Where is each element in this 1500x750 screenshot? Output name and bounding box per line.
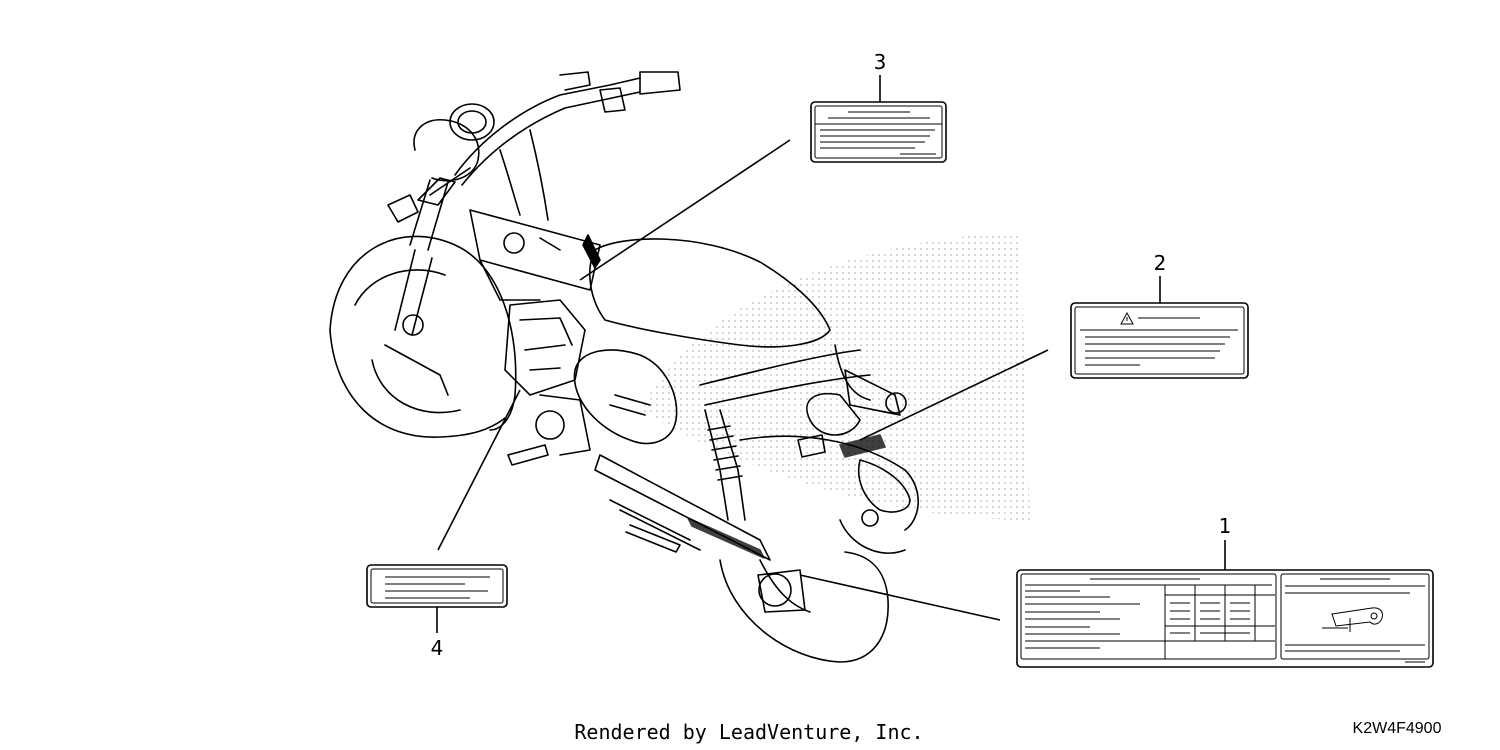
label-4: 4 <box>366 564 508 660</box>
leader-lines <box>437 139 1049 621</box>
label-3: 3 <box>810 50 947 163</box>
label-1: 1 <box>1016 514 1434 668</box>
leader-line-2 <box>859 349 1049 441</box>
leader-line-1 <box>799 574 1001 621</box>
callout-number-2: 2 <box>1154 251 1167 275</box>
leader-line-4 <box>437 389 521 551</box>
warning-triangle-icon <box>1120 311 1134 325</box>
leader-line-3 <box>579 139 791 281</box>
motorcycle-drawing <box>329 71 919 663</box>
diagram-code: K2W4F4900 <box>1353 720 1442 737</box>
label-2: 2 <box>1070 251 1249 379</box>
callout-number-4: 4 <box>431 636 444 660</box>
wrench-icon <box>1322 607 1383 632</box>
callout-number-3: 3 <box>874 50 887 74</box>
stipple-shading <box>640 232 1030 520</box>
callout-number-1: 1 <box>1219 514 1232 538</box>
footer-credit: Rendered by LeadVenture, Inc. <box>574 720 923 744</box>
